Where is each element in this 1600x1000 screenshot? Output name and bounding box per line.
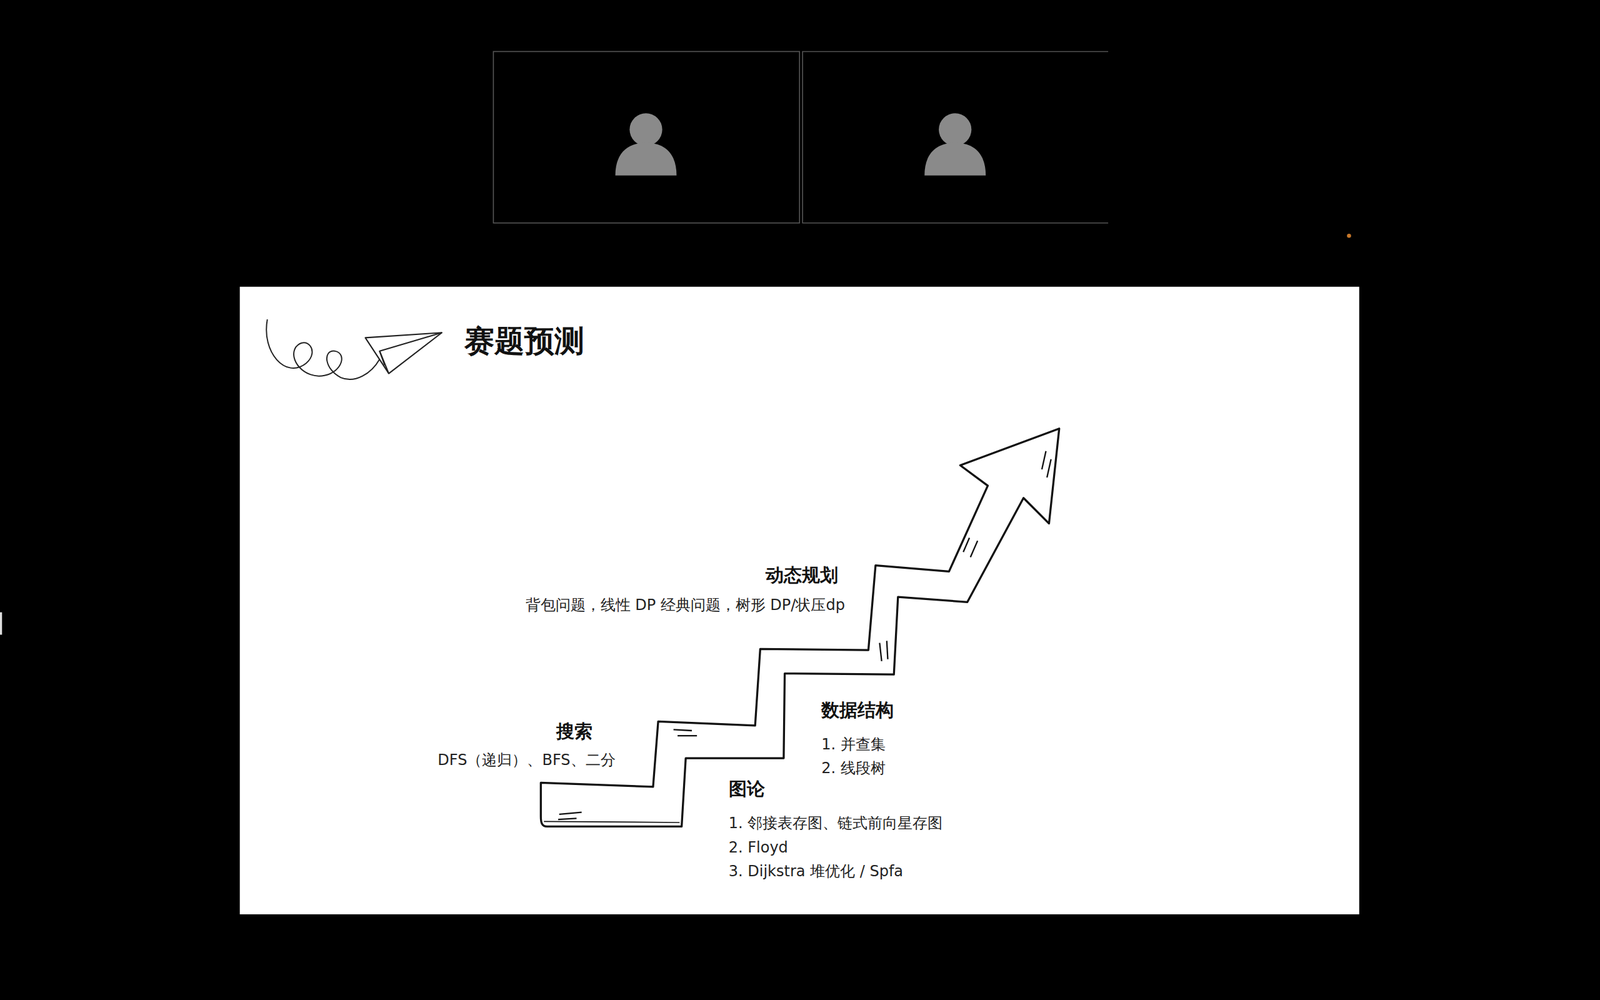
person-icon [924, 113, 986, 176]
scene [0, 51, 1360, 914]
status-dot [1346, 233, 1352, 239]
staircase-arrow [540, 428, 1059, 827]
step-note: 背包问题，线性 DP 经典问题，树形 DP/状压dp [525, 596, 845, 615]
list-item: 3. Dijkstra 堆优化 / Spfa [728, 862, 904, 881]
paper-plane [365, 332, 442, 374]
step-heading: 动态规划 [765, 564, 839, 587]
list-item: 2. 线段树 [821, 759, 886, 778]
slide-title: 赛题预测 [464, 323, 585, 360]
slide-background [240, 286, 1360, 915]
video-tile [802, 51, 1109, 223]
step-heading: 图论 [728, 778, 765, 800]
list-item: 1. 并查集 [821, 735, 886, 754]
edge-mark [0, 612, 2, 635]
swirl-line [266, 319, 380, 380]
person-icon [615, 113, 677, 176]
list-item: 1. 邻接表存图、链式前向星存图 [728, 814, 944, 833]
step-heading: 搜索 [556, 720, 593, 743]
step-heading: 数据结构 [821, 699, 894, 722]
step-note: DFS（递归）、BFS、二分 [437, 751, 615, 770]
video-tile [493, 51, 800, 223]
hatch-marks [558, 451, 1052, 820]
sketch-line [543, 821, 680, 823]
list-item: 2. Floyd [728, 838, 789, 857]
